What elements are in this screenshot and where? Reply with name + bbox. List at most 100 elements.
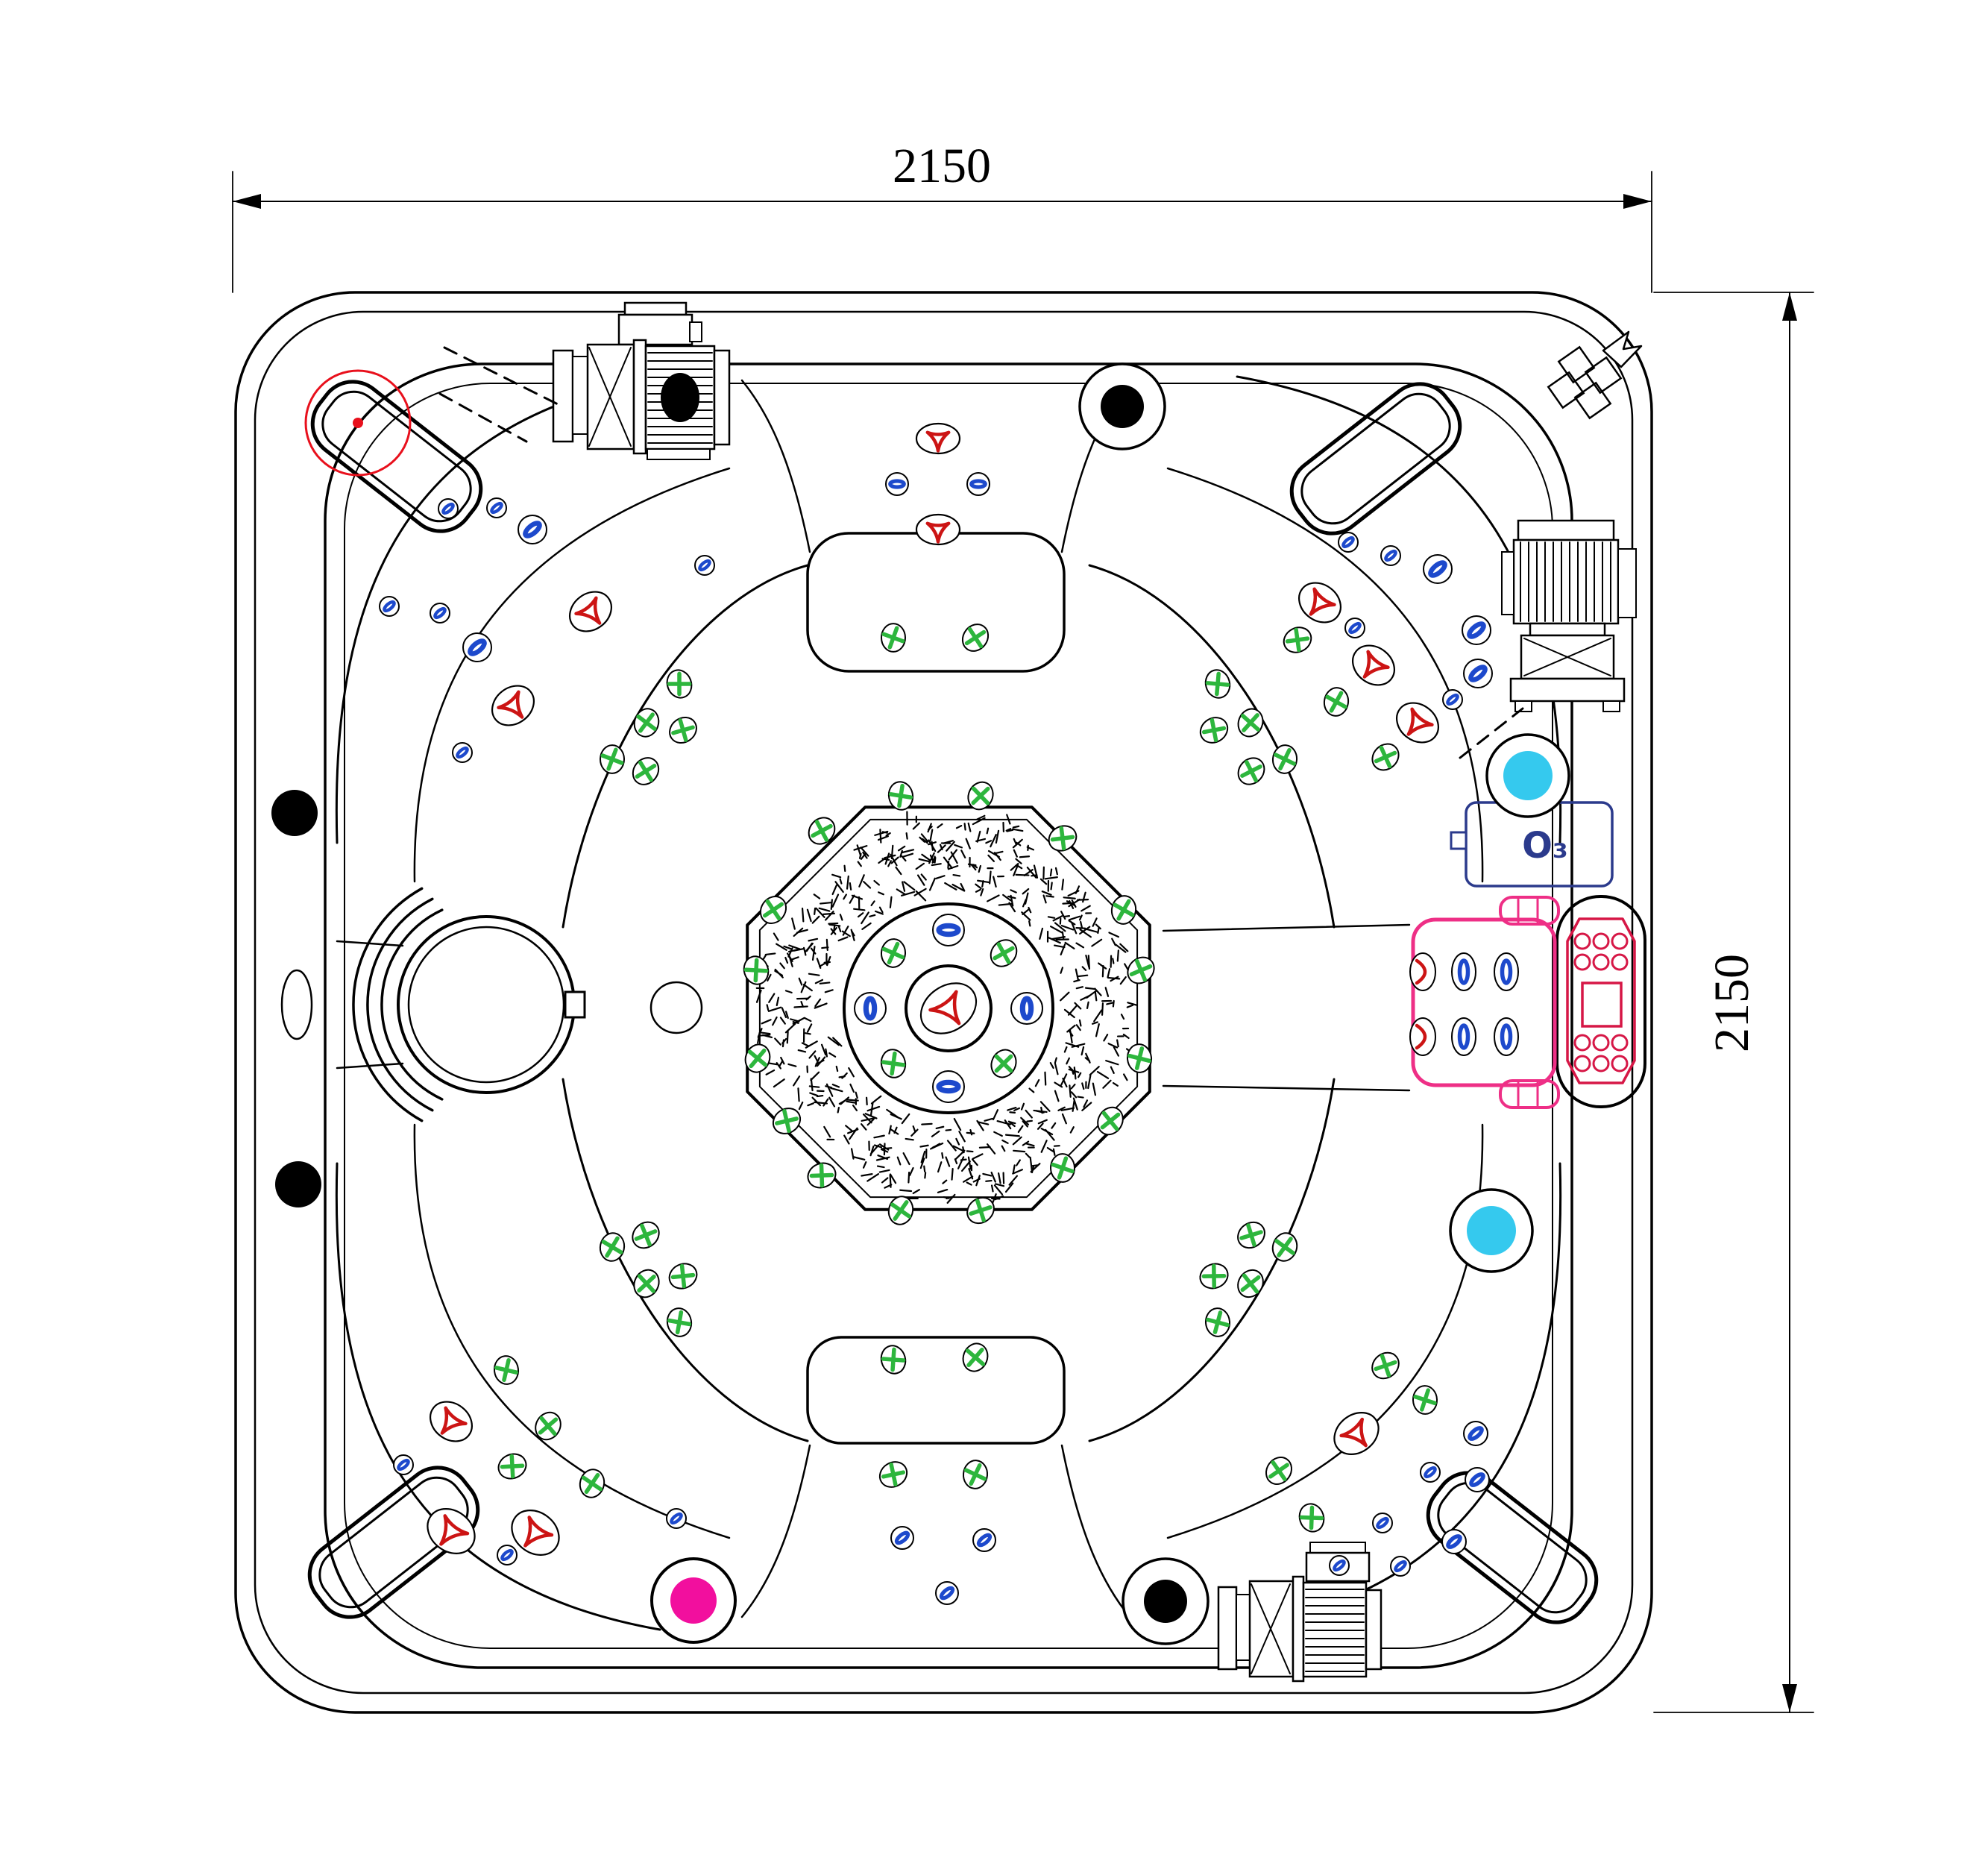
jet-blue-oval — [1344, 618, 1365, 638]
corner-position-marker — [1547, 330, 1643, 420]
jet-green-cross — [878, 1461, 908, 1488]
jet-green-cross — [632, 757, 660, 785]
jet-blue-oval — [1442, 689, 1463, 710]
jet-green-cross — [1110, 895, 1137, 925]
jet-blue-oval — [379, 596, 400, 617]
ozonator-label: O₃ — [1522, 825, 1568, 867]
jet-blue-oval — [966, 472, 990, 496]
magenta-light-fitting — [650, 1557, 737, 1644]
jet-green-cross — [880, 1345, 907, 1375]
jet-green-cross — [880, 938, 907, 968]
jet-green-cross — [1371, 743, 1400, 771]
jet-green-cross — [1298, 1503, 1325, 1533]
jets-layer — [379, 422, 1519, 1605]
jet-green-cross — [962, 1460, 989, 1489]
octagon-speckle-texture — [755, 811, 1145, 1205]
jet-green-cross — [744, 1043, 771, 1073]
jet-green-cross — [1265, 1457, 1293, 1485]
headrest-pillow — [1426, 1471, 1599, 1624]
jet-green-cross — [669, 716, 697, 744]
jet-blue-oval — [1390, 1556, 1411, 1577]
jet-green-cross — [962, 1342, 989, 1372]
jet-blue-oval — [1372, 1513, 1393, 1533]
dimension-layer: 2150 2150 — [232, 139, 1814, 1713]
jet-red-triangle — [915, 513, 961, 546]
jet-green-cross — [1323, 687, 1350, 717]
jet-blue-oval — [885, 472, 909, 496]
jet-green-cross — [1271, 744, 1298, 774]
jet-red-triangle — [569, 591, 612, 632]
jet-blue-vertical — [1494, 952, 1519, 991]
jet-green-cross — [633, 708, 660, 738]
jet-blue-oval — [666, 1508, 687, 1529]
jet-green-cross — [579, 1469, 605, 1498]
jet-green-cross — [1199, 717, 1229, 744]
jet-blue-oval — [935, 1581, 959, 1605]
pump-bottom-right — [1217, 1542, 1383, 1683]
waterfall-feature — [1411, 896, 1560, 1109]
jet-green-cross — [990, 1049, 1017, 1078]
jet-green-cross — [1204, 1307, 1231, 1337]
jet-green-cross — [1048, 825, 1078, 852]
jet-blue-oval — [1423, 554, 1453, 584]
jet-blue-oval — [486, 497, 507, 518]
jet-green-cross — [887, 781, 914, 811]
jet-green-cross — [599, 744, 626, 774]
jet-green-cross — [967, 781, 994, 811]
jet-blue-oval — [430, 603, 450, 624]
jet-green-cross — [666, 1307, 693, 1337]
jet-red-triangle — [919, 982, 978, 1034]
jet-green-cross — [961, 624, 990, 652]
jet-blue-oval — [1462, 615, 1491, 645]
jet-red-chevron — [1409, 1017, 1436, 1056]
jet-blue-oval — [1338, 532, 1359, 553]
jet-blue-oval — [1010, 992, 1043, 1025]
jet-blue-oval — [1465, 1467, 1490, 1492]
jet-green-cross — [1412, 1385, 1438, 1415]
jet-blue-oval — [393, 1454, 414, 1475]
jet-green-cross — [599, 1232, 626, 1262]
jet-green-cross — [887, 1196, 914, 1225]
jet-green-cross — [497, 1453, 527, 1480]
jet-red-triangle — [1333, 1412, 1380, 1455]
suction-fitting-ringed — [1122, 1557, 1210, 1645]
jet-green-cross — [1271, 1232, 1298, 1262]
jet-green-cross — [1237, 1221, 1265, 1249]
jet-blue-oval — [1380, 545, 1401, 566]
jet-blue-oval — [438, 498, 459, 519]
jet-green-cross — [1127, 956, 1155, 984]
jet-red-triangle — [430, 1401, 473, 1442]
jet-blue-oval — [694, 555, 715, 576]
jet-blue-oval — [1329, 1555, 1350, 1576]
jet-green-cross — [881, 623, 906, 653]
jet-blue-oval — [1463, 1421, 1488, 1446]
jet-green-cross — [759, 896, 787, 924]
jet-green-cross — [1204, 669, 1231, 699]
fittings-layer — [271, 362, 1570, 1645]
jet-blue-vertical — [1494, 1017, 1519, 1056]
jet-green-cross — [666, 669, 693, 699]
suction-fitting — [275, 1161, 321, 1207]
jet-blue-oval — [1441, 1529, 1467, 1554]
jet-green-cross — [990, 939, 1018, 967]
jet-blue-oval — [932, 1070, 965, 1103]
jet-green-cross — [1199, 1263, 1229, 1290]
jet-green-cross — [1049, 1153, 1076, 1183]
jet-green-cross — [880, 1049, 907, 1078]
jet-blue-oval — [518, 515, 547, 544]
jet-green-cross — [808, 817, 836, 845]
jet-red-triangle — [1352, 644, 1395, 686]
jet-green-cross — [743, 955, 770, 985]
jet-green-cross — [1126, 1043, 1153, 1073]
dimension-top-label: 2150 — [893, 139, 991, 193]
dimension-right-label: 2150 — [1705, 954, 1759, 1052]
jet-green-cross — [1371, 1351, 1400, 1380]
jet-green-cross — [668, 1263, 698, 1290]
jet-green-cross — [633, 1269, 660, 1298]
jet-blue-oval — [932, 914, 965, 946]
pump-top-left — [438, 301, 731, 460]
pump-right — [1459, 519, 1637, 759]
jet-green-cross — [1237, 708, 1264, 738]
